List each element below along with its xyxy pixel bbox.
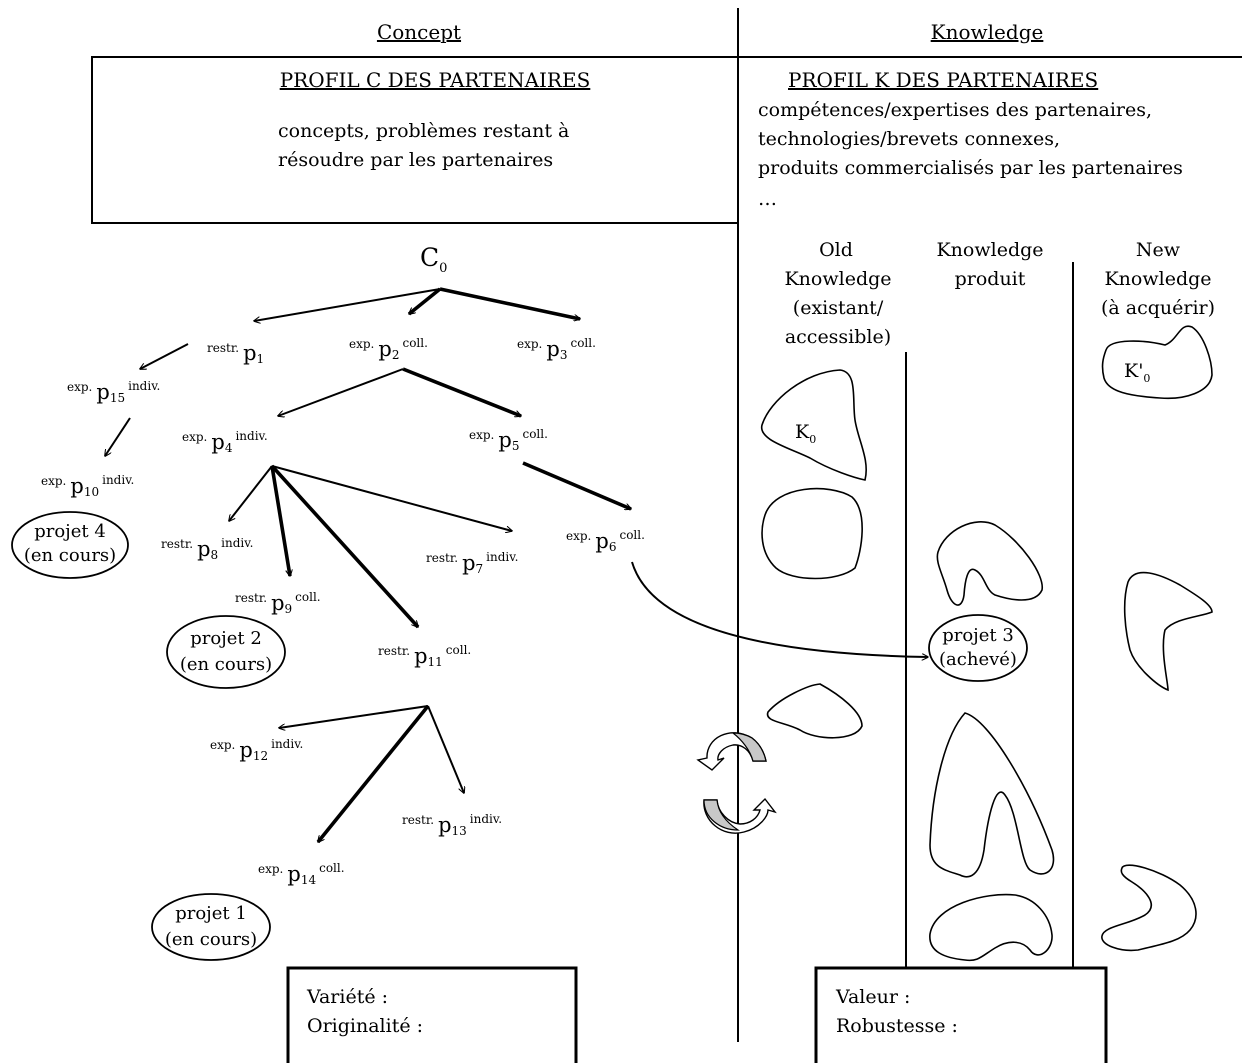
svg-text:restr.p7indiv.: restr.p7indiv. [426,550,518,576]
old-knowledge-header: Old Knowledge (existant/ accessible) [784,239,891,348]
svg-text:restr.p1: restr.p1 [207,341,264,366]
k-profile-line-3: produits commercialisés par les partenai… [758,157,1183,179]
svg-text:Originalité :: Originalité : [307,1015,423,1037]
svg-text:produit: produit [955,268,1026,290]
node-p11: restr.p11coll. [378,643,471,669]
svg-text:exp.p4indiv.: exp.p4indiv. [182,429,268,455]
node-p5: exp.p5coll. [469,427,548,453]
svg-text:exp.p15indiv.: exp.p15indiv. [67,379,160,405]
node-p7: restr.p7indiv. [426,550,518,576]
tree-edges [105,287,928,842]
k0-prime-label: K'0 [1124,360,1150,385]
knowledge-blob-produit-2 [929,712,1055,878]
k-profile-line-4: … [758,188,777,210]
svg-text:restr.p11coll.: restr.p11coll. [378,643,471,669]
svg-text:(en cours): (en cours) [24,545,116,566]
svg-text:New: New [1136,239,1181,261]
svg-text:exp.p6coll.: exp.p6coll. [566,528,645,554]
svg-text:restr.p13indiv.: restr.p13indiv. [402,812,502,838]
svg-text:exp.p12indiv.: exp.p12indiv. [210,737,303,763]
project-4: projet 4 (en cours) [11,511,129,579]
node-p4: exp.p4indiv. [182,429,268,455]
node-p10: exp.p10indiv. [41,473,134,499]
k-profile-title: PROFIL K DES PARTENAIRES [788,68,1098,92]
k-profile-line-1: compétences/expertises des partenaires, [758,99,1152,121]
project-2: projet 2 (en cours) [166,615,286,689]
knowledge-blob-produit-1 [936,521,1043,606]
svg-text:(à acquérir): (à acquérir) [1101,297,1215,319]
node-p12: exp.p12indiv. [210,737,303,763]
svg-text:exp.p14coll.: exp.p14coll. [258,861,345,887]
knowledge-header: Knowledge [931,20,1044,44]
knowledge-blob-new-3 [1101,864,1197,952]
knowledge-metrics-box: Valeur : Robustesse : [814,966,1108,1063]
node-p8: restr.p8indiv. [161,536,253,562]
knowledge-blob-produit-3 [929,893,1053,962]
svg-text:projet 3: projet 3 [942,625,1014,646]
svg-text:projet 4: projet 4 [34,521,106,542]
node-p14: exp.p14coll. [258,861,345,887]
svg-text:Knowledge: Knowledge [784,268,891,290]
svg-text:exp.p3coll.: exp.p3coll. [517,336,596,362]
svg-text:Valeur :: Valeur : [835,986,910,1008]
c-profile-line-1: concepts, problèmes restant à [278,120,569,142]
node-p3: exp.p3coll. [517,336,596,362]
svg-text:(achevé): (achevé) [939,649,1017,670]
knowledge-blob-k0-prime [1101,325,1213,400]
knowledge-blob-new-2 [1123,571,1213,692]
svg-text:projet 2: projet 2 [190,628,262,649]
project-3: projet 3 (achevé) [928,614,1028,682]
root-node-c0: C0 [420,243,447,276]
knowledge-blob-k0 [761,369,867,481]
svg-text:(existant/: (existant/ [793,297,884,319]
knowledge-produit-header: Knowledge produit [936,239,1043,290]
svg-text:restr.p8indiv.: restr.p8indiv. [161,536,253,562]
c-profile-line-2: résoudre par les partenaires [278,149,553,171]
cycle-arrows-icon [696,732,777,834]
node-p2: exp.p2coll. [349,336,428,362]
knowledge-blob-old-2 [761,487,863,580]
svg-text:exp.p5coll.: exp.p5coll. [469,427,548,453]
node-p13: restr.p13indiv. [402,812,502,838]
knowledge-blob-old-3 [766,683,863,739]
svg-text:(en cours): (en cours) [180,654,272,675]
svg-text:Old: Old [819,239,853,261]
svg-text:projet 1: projet 1 [175,903,247,924]
node-p15: exp.p15indiv. [67,379,160,405]
concept-metrics-box: Variété : Originalité : [286,966,578,1063]
svg-text:restr.p9coll.: restr.p9coll. [235,590,321,616]
c-profile-title: PROFIL C DES PARTENAIRES [280,68,591,92]
concept-header: Concept [377,20,461,44]
node-p1: restr.p1 [207,341,264,366]
profile-box [91,56,1242,224]
node-p9: restr.p9coll. [235,590,321,616]
svg-text:accessible): accessible) [785,326,891,348]
svg-text:(en cours): (en cours) [165,929,257,950]
svg-text:Knowledge: Knowledge [936,239,1043,261]
svg-text:exp.p10indiv.: exp.p10indiv. [41,473,134,499]
project-1: projet 1 (en cours) [151,893,271,961]
svg-text:Knowledge: Knowledge [1104,268,1211,290]
node-p6: exp.p6coll. [566,528,645,554]
svg-text:Robustesse :: Robustesse : [836,1015,958,1037]
svg-text:Variété :: Variété : [306,986,388,1008]
svg-text:exp.p2coll.: exp.p2coll. [349,336,428,362]
k0-label: K0 [795,421,816,446]
new-knowledge-header: New Knowledge (à acquérir) [1101,239,1215,319]
k-profile-line-2: technologies/brevets connexes, [758,128,1060,150]
